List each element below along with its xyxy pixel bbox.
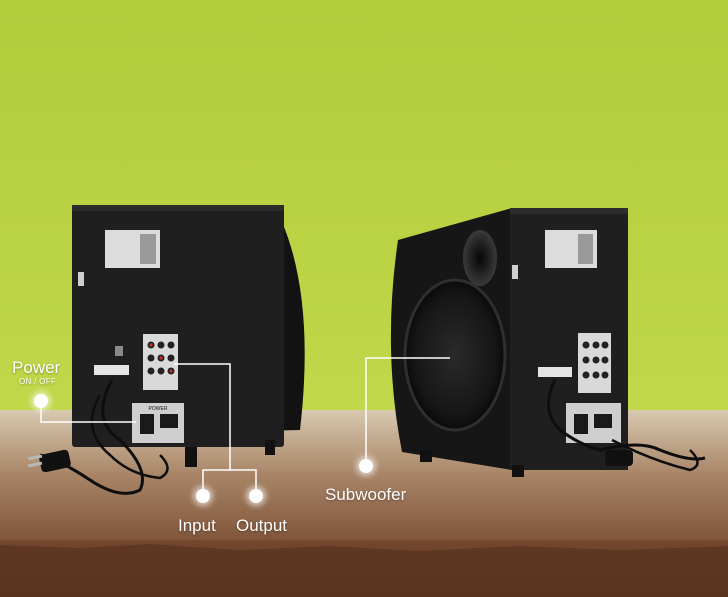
woofer-cone <box>405 280 505 430</box>
power-sub-label: ON / OFF <box>19 377 57 386</box>
callout-lines <box>40 357 450 494</box>
subwoofer-label: Subwoofer <box>325 485 407 504</box>
power-label: Power <box>12 358 61 377</box>
input-label: Input <box>178 516 216 535</box>
speaker-right <box>390 208 706 477</box>
input-marker <box>196 489 210 503</box>
panel-power-text: POWER <box>149 406 168 412</box>
subwoofer-marker <box>359 459 373 473</box>
speaker-left: POWER <box>27 205 305 495</box>
output-marker <box>249 489 263 503</box>
output-label: Output <box>236 516 288 535</box>
power-marker <box>34 394 48 408</box>
